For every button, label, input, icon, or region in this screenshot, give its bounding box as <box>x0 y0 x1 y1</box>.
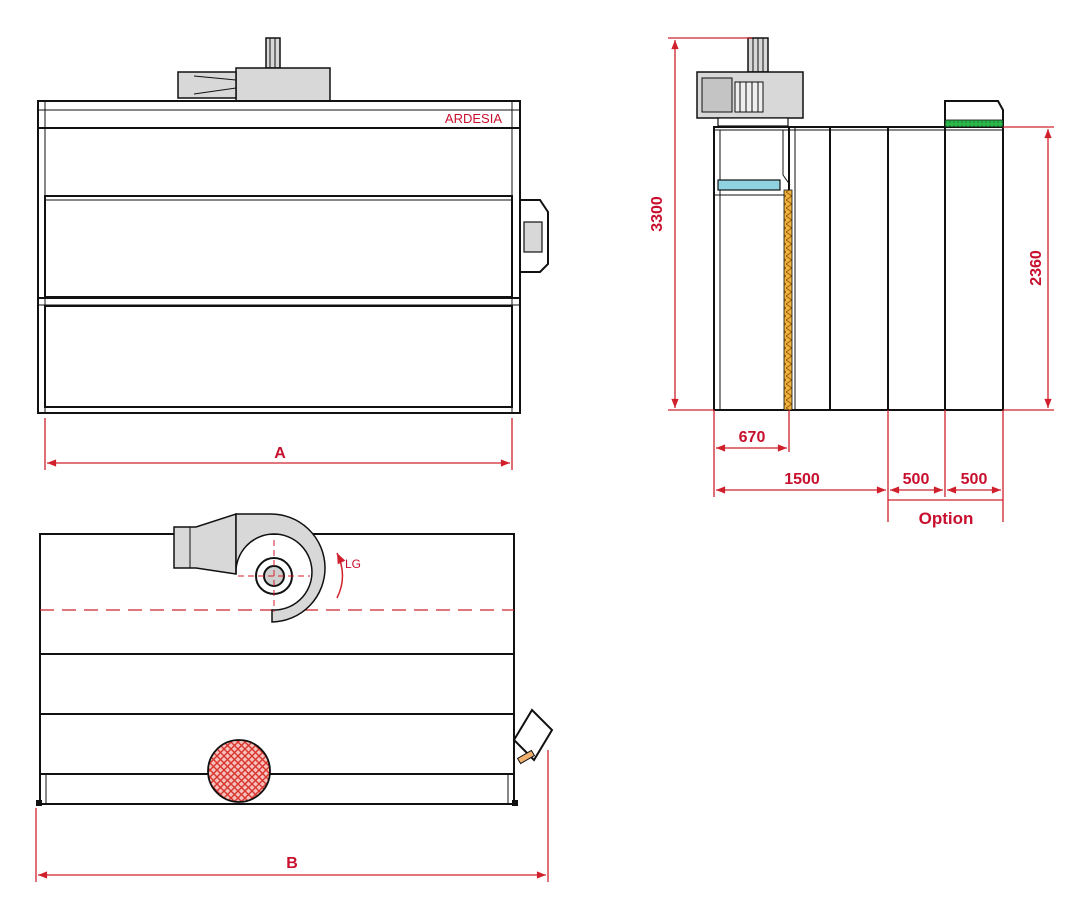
front-fan <box>177 37 331 102</box>
side-view: 3300 2360 670 1500 500 500 Option <box>649 37 1054 528</box>
option-label: Option <box>919 509 974 528</box>
rotation-label: LG <box>345 557 361 571</box>
side-body <box>713 126 1004 411</box>
dimension-B: B <box>286 855 298 872</box>
filter-panel-lower <box>44 305 513 408</box>
dimension-1500: 1500 <box>784 471 820 488</box>
filter-panel-upper <box>44 195 513 298</box>
baffle-strip <box>783 189 793 411</box>
exhaust-outlet <box>207 739 271 803</box>
filter-strip <box>944 119 1004 128</box>
dimension-3300: 3300 <box>649 196 666 232</box>
plan-view: LG B <box>35 512 554 882</box>
front-view: ARDESIA A <box>37 37 549 470</box>
dimension-500-b: 500 <box>961 471 988 488</box>
side-fan <box>696 37 804 127</box>
control-box <box>519 199 549 273</box>
plan-fan <box>173 512 326 623</box>
dimension-500-a: 500 <box>903 471 930 488</box>
brand-label: ARDESIA <box>445 111 502 126</box>
dimension-2360: 2360 <box>1028 250 1045 286</box>
dimension-A: A <box>274 445 286 462</box>
dimension-670: 670 <box>739 429 766 446</box>
water-curtain <box>717 179 781 191</box>
side-nozzle <box>512 708 554 804</box>
front-frame <box>37 100 521 414</box>
